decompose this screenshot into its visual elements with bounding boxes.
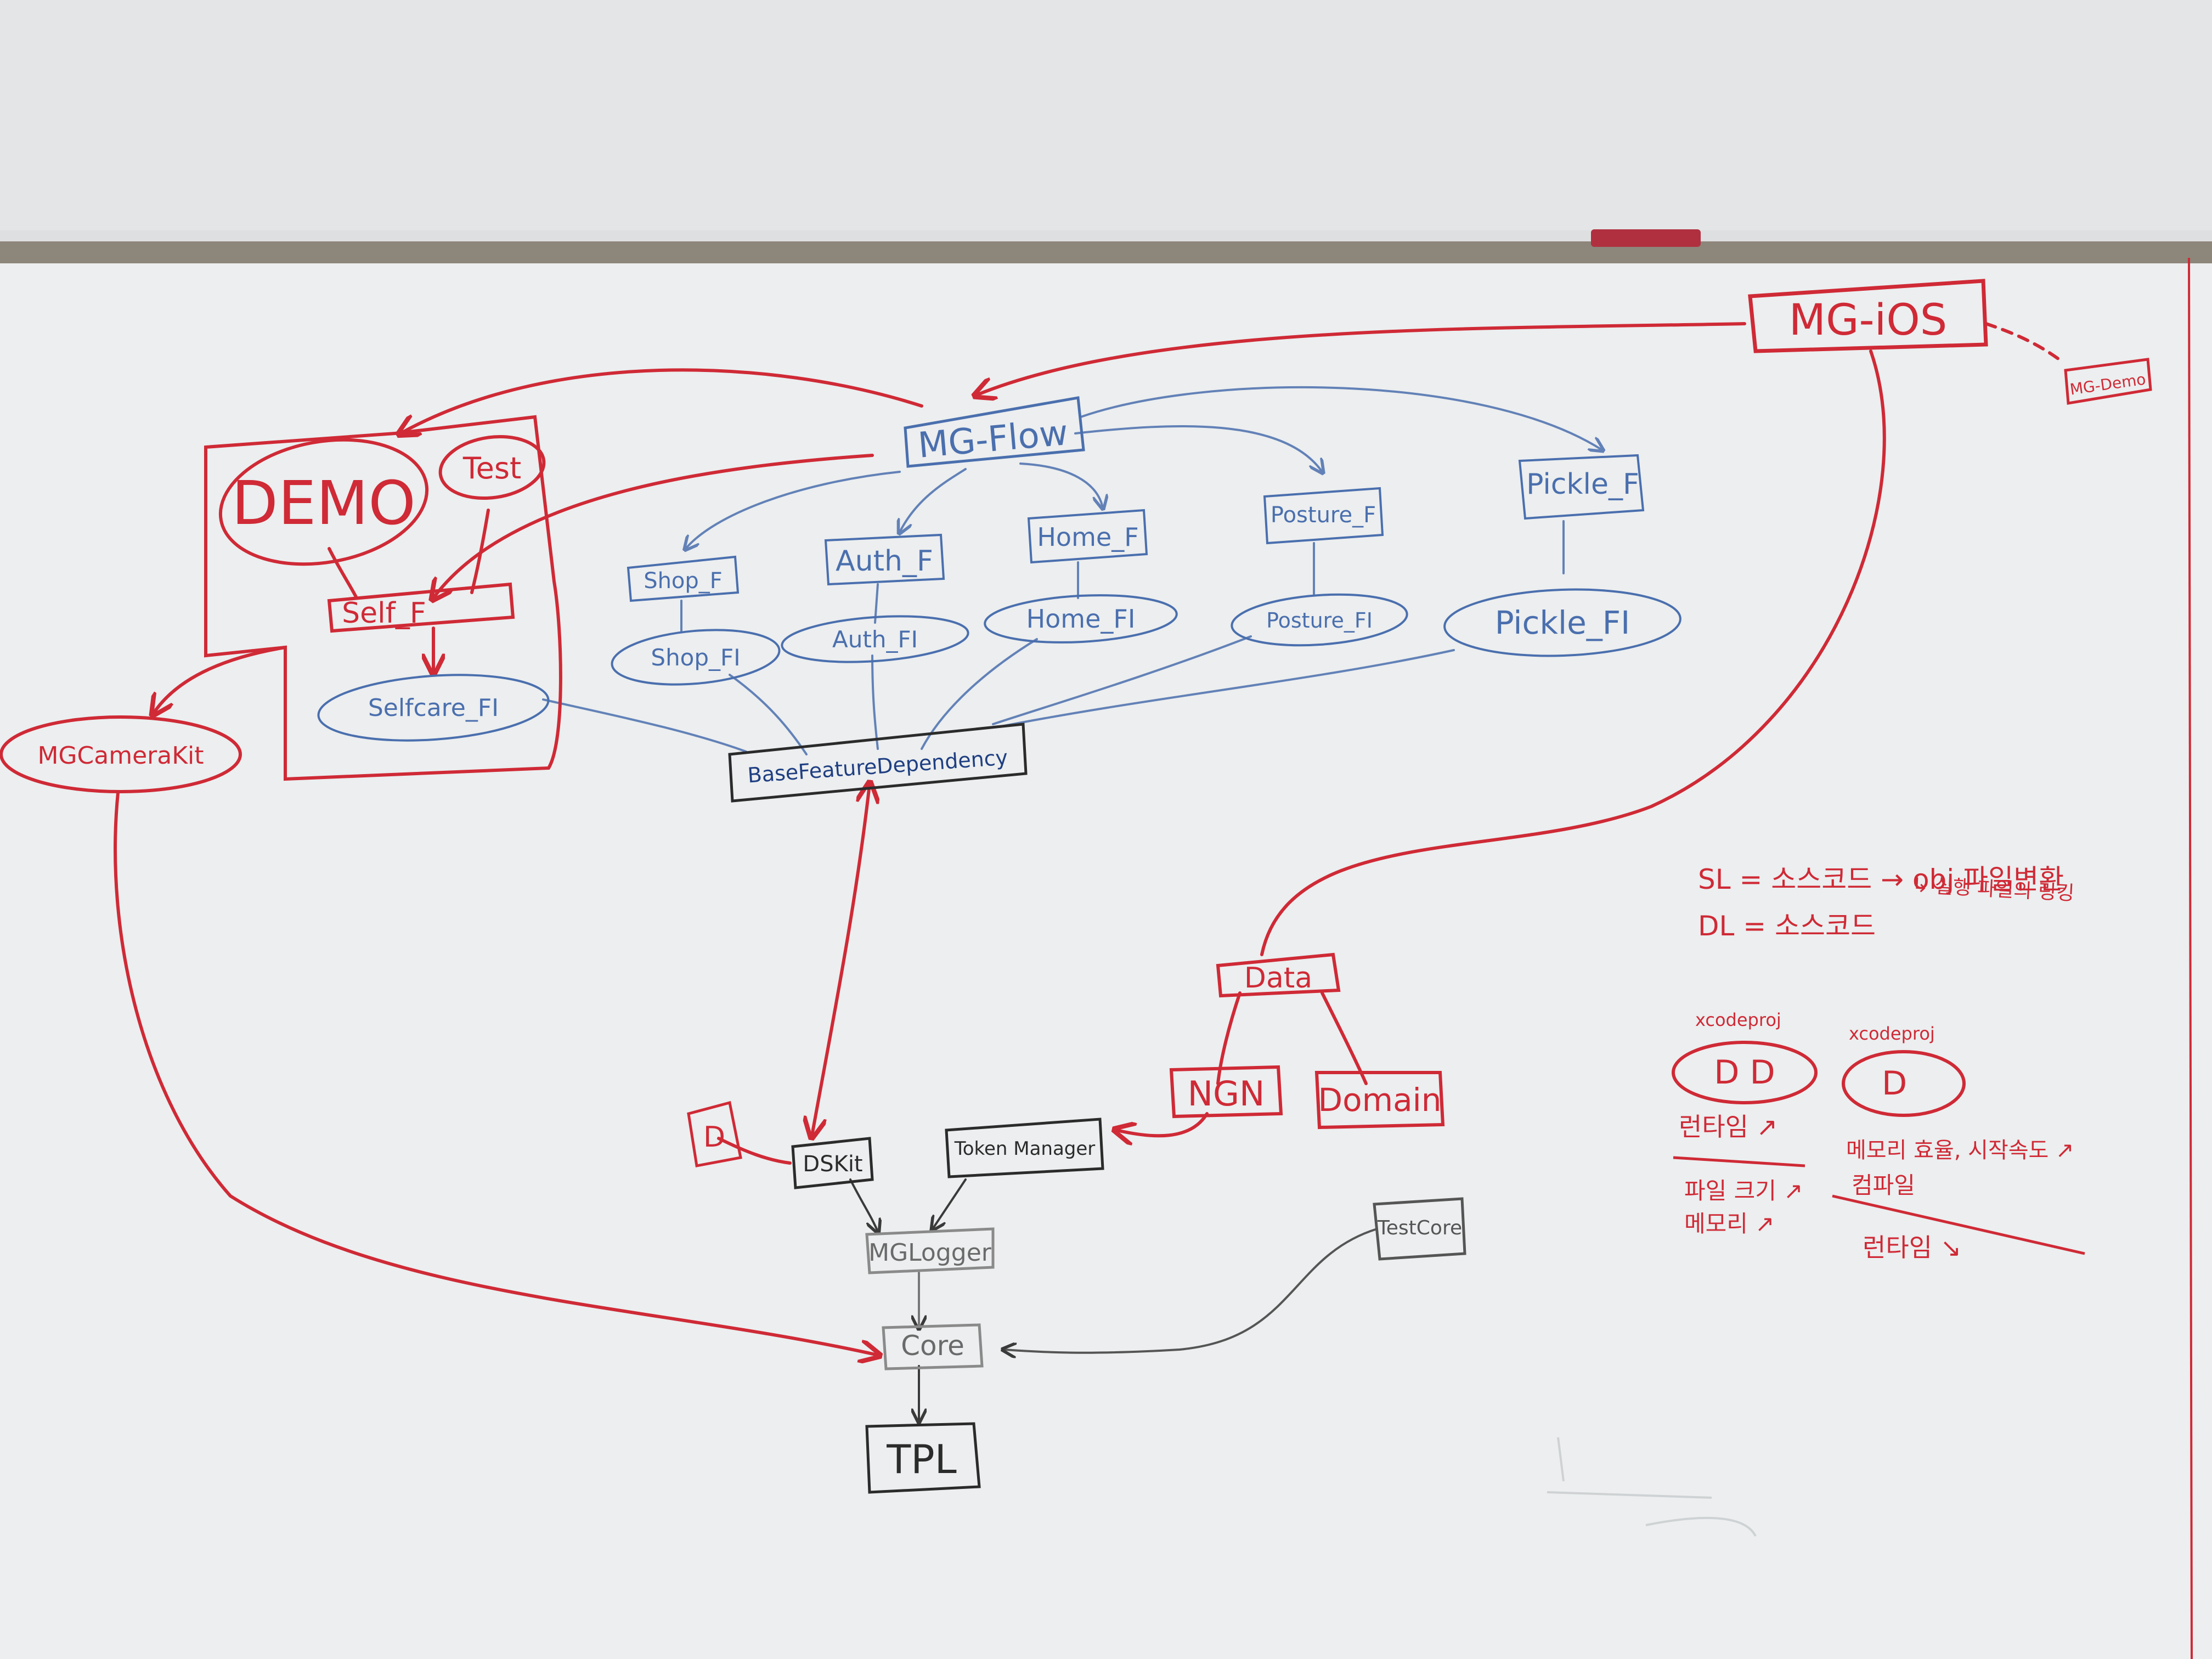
right-item-compile: 컴파일 xyxy=(1852,1172,1915,1199)
marker-on-tray xyxy=(1591,229,1701,247)
demo-node[interactable]: DEMO xyxy=(211,425,437,580)
connectors-black xyxy=(849,1178,1378,1421)
shop-fi-node[interactable]: Shop_FI xyxy=(610,624,781,691)
whiteboard-top-frame xyxy=(0,241,2212,263)
left-xcodeproj-header: xcodeproj xyxy=(1695,1009,1781,1030)
demo-label: DEMO xyxy=(232,468,416,538)
self-f-label: Self_F xyxy=(342,597,426,630)
posture-fi-node[interactable]: Posture_FI xyxy=(1230,589,1408,651)
wall xyxy=(0,0,2212,230)
right-dynamic-box-label: D xyxy=(1882,1064,1907,1103)
left-static-box-label: D D xyxy=(1714,1053,1775,1092)
home-f-label: Home_F xyxy=(1037,522,1138,552)
d-small-label: D xyxy=(703,1121,725,1154)
test-core-node[interactable]: TestCore xyxy=(1373,1197,1466,1261)
dl-note: DL = 소스코드 xyxy=(1698,910,1876,942)
selfcare-fi-label: Selfcare_FI xyxy=(368,694,499,722)
left-item-runtime: 런타임 ↗ xyxy=(1679,1112,1778,1142)
mg-ios-label: MG-iOS xyxy=(1789,296,1947,345)
sl-note: SL = 소스코드 → obj 파일변환 xyxy=(1698,864,2064,895)
auth-f-label: Auth_F xyxy=(836,545,933,578)
right-item-memory: 메모리 효율, 시작속도 ↗ xyxy=(1846,1138,2074,1163)
connectors-blue xyxy=(542,386,1602,755)
test-node[interactable]: Test xyxy=(436,430,548,504)
right-divider xyxy=(1832,1194,2085,1255)
ngn-node[interactable]: NGN xyxy=(1169,1065,1283,1119)
core-label: Core xyxy=(901,1330,964,1362)
pickle-f-node[interactable]: Pickle_F xyxy=(1518,454,1645,520)
tpl-node[interactable]: TPL xyxy=(865,1422,981,1494)
board-right-edge xyxy=(2188,257,2193,1659)
right-item-runtime: 런타임 ↘ xyxy=(1863,1233,1961,1262)
ds-kit-node[interactable]: DSKit xyxy=(791,1137,874,1189)
posture-f-label: Posture_F xyxy=(1271,503,1376,528)
posture-fi-label: Posture_FI xyxy=(1266,608,1373,633)
test-core-label: TestCore xyxy=(1377,1217,1462,1239)
erased-marks xyxy=(1547,1437,1757,1537)
test-label: Test xyxy=(462,451,521,486)
ngn-label: NGN xyxy=(1188,1074,1265,1114)
pickle-fi-label: Pickle_FI xyxy=(1495,604,1630,641)
right-dynamic-ellipse xyxy=(1842,1050,1966,1117)
self-f-node[interactable]: Self_F xyxy=(327,582,515,633)
mg-camera-kit-node[interactable]: MGCameraKit xyxy=(0,715,242,793)
data-label: Data xyxy=(1244,962,1312,995)
selfcare-fi-node[interactable]: Selfcare_FI xyxy=(316,668,550,747)
left-static-ellipse xyxy=(1672,1041,1818,1104)
home-f-node[interactable]: Home_F xyxy=(1027,509,1148,564)
mg-logger-label: MGLogger xyxy=(868,1239,992,1267)
token-manager-node[interactable]: Token Manager xyxy=(945,1118,1104,1178)
tpl-label: TPL xyxy=(886,1436,957,1482)
shop-f-node[interactable]: Shop_F xyxy=(627,555,740,602)
auth-f-node[interactable]: Auth_F xyxy=(824,533,945,586)
connectors-red xyxy=(114,322,2064,1355)
right-xcodeproj-header: xcodeproj xyxy=(1849,1023,1935,1044)
home-fi-node[interactable]: Home_FI xyxy=(984,591,1178,647)
ds-kit-label: DSKit xyxy=(803,1152,862,1177)
demo-module-box xyxy=(204,415,562,781)
pickle-fi-node[interactable]: Pickle_FI xyxy=(1443,586,1681,660)
data-node[interactable]: Data xyxy=(1216,952,1341,998)
auth-fi-label: Auth_FI xyxy=(832,626,918,653)
left-item-filesize: 파일 크기 ↗ xyxy=(1684,1177,1803,1204)
auth-fi-node[interactable]: Auth_FI xyxy=(781,611,970,668)
shop-fi-label: Shop_FI xyxy=(651,644,740,671)
token-manager-label: Token Manager xyxy=(954,1138,1096,1160)
posture-f-node[interactable]: Posture_F xyxy=(1263,487,1384,545)
mg-flow-node[interactable]: MG-Flow xyxy=(904,396,1085,468)
pickle-f-label: Pickle_F xyxy=(1526,468,1639,501)
linking-notes: SL = 소스코드 → obj 파일변환 ↳ 실행 파일의 링킹 DL = 소스… xyxy=(1672,864,2085,1262)
domain-label: Domain xyxy=(1318,1081,1441,1119)
core-node[interactable]: Core xyxy=(882,1323,984,1370)
mg-camera-kit-label: MGCameraKit xyxy=(37,742,204,770)
mg-ios-node[interactable]: MG-iOS xyxy=(1748,279,1988,353)
whiteboard-surface xyxy=(0,258,2212,1659)
home-fi-label: Home_FI xyxy=(1026,604,1136,634)
shop-f-label: Shop_F xyxy=(644,568,723,594)
domain-node[interactable]: Domain xyxy=(1314,1071,1445,1130)
d-small-node[interactable]: D xyxy=(687,1101,742,1167)
left-divider xyxy=(1673,1156,1805,1167)
left-item-memory: 메모리 ↗ xyxy=(1684,1210,1774,1237)
mg-logger-node[interactable]: MGLogger xyxy=(865,1227,995,1274)
